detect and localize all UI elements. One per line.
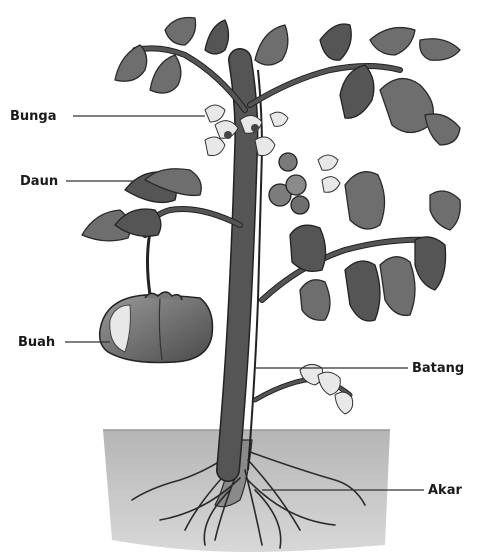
label-bunga: Bunga <box>10 109 57 124</box>
label-batang: Batang <box>412 361 464 376</box>
label-akar: Akar <box>428 483 462 498</box>
label-buah: Buah <box>18 335 55 350</box>
small-fruits <box>269 153 340 214</box>
leaves-middle-left <box>82 169 201 241</box>
tomato-fruit <box>100 292 213 363</box>
leaves-upper-left <box>115 18 229 94</box>
label-daun: Daun <box>20 174 58 189</box>
